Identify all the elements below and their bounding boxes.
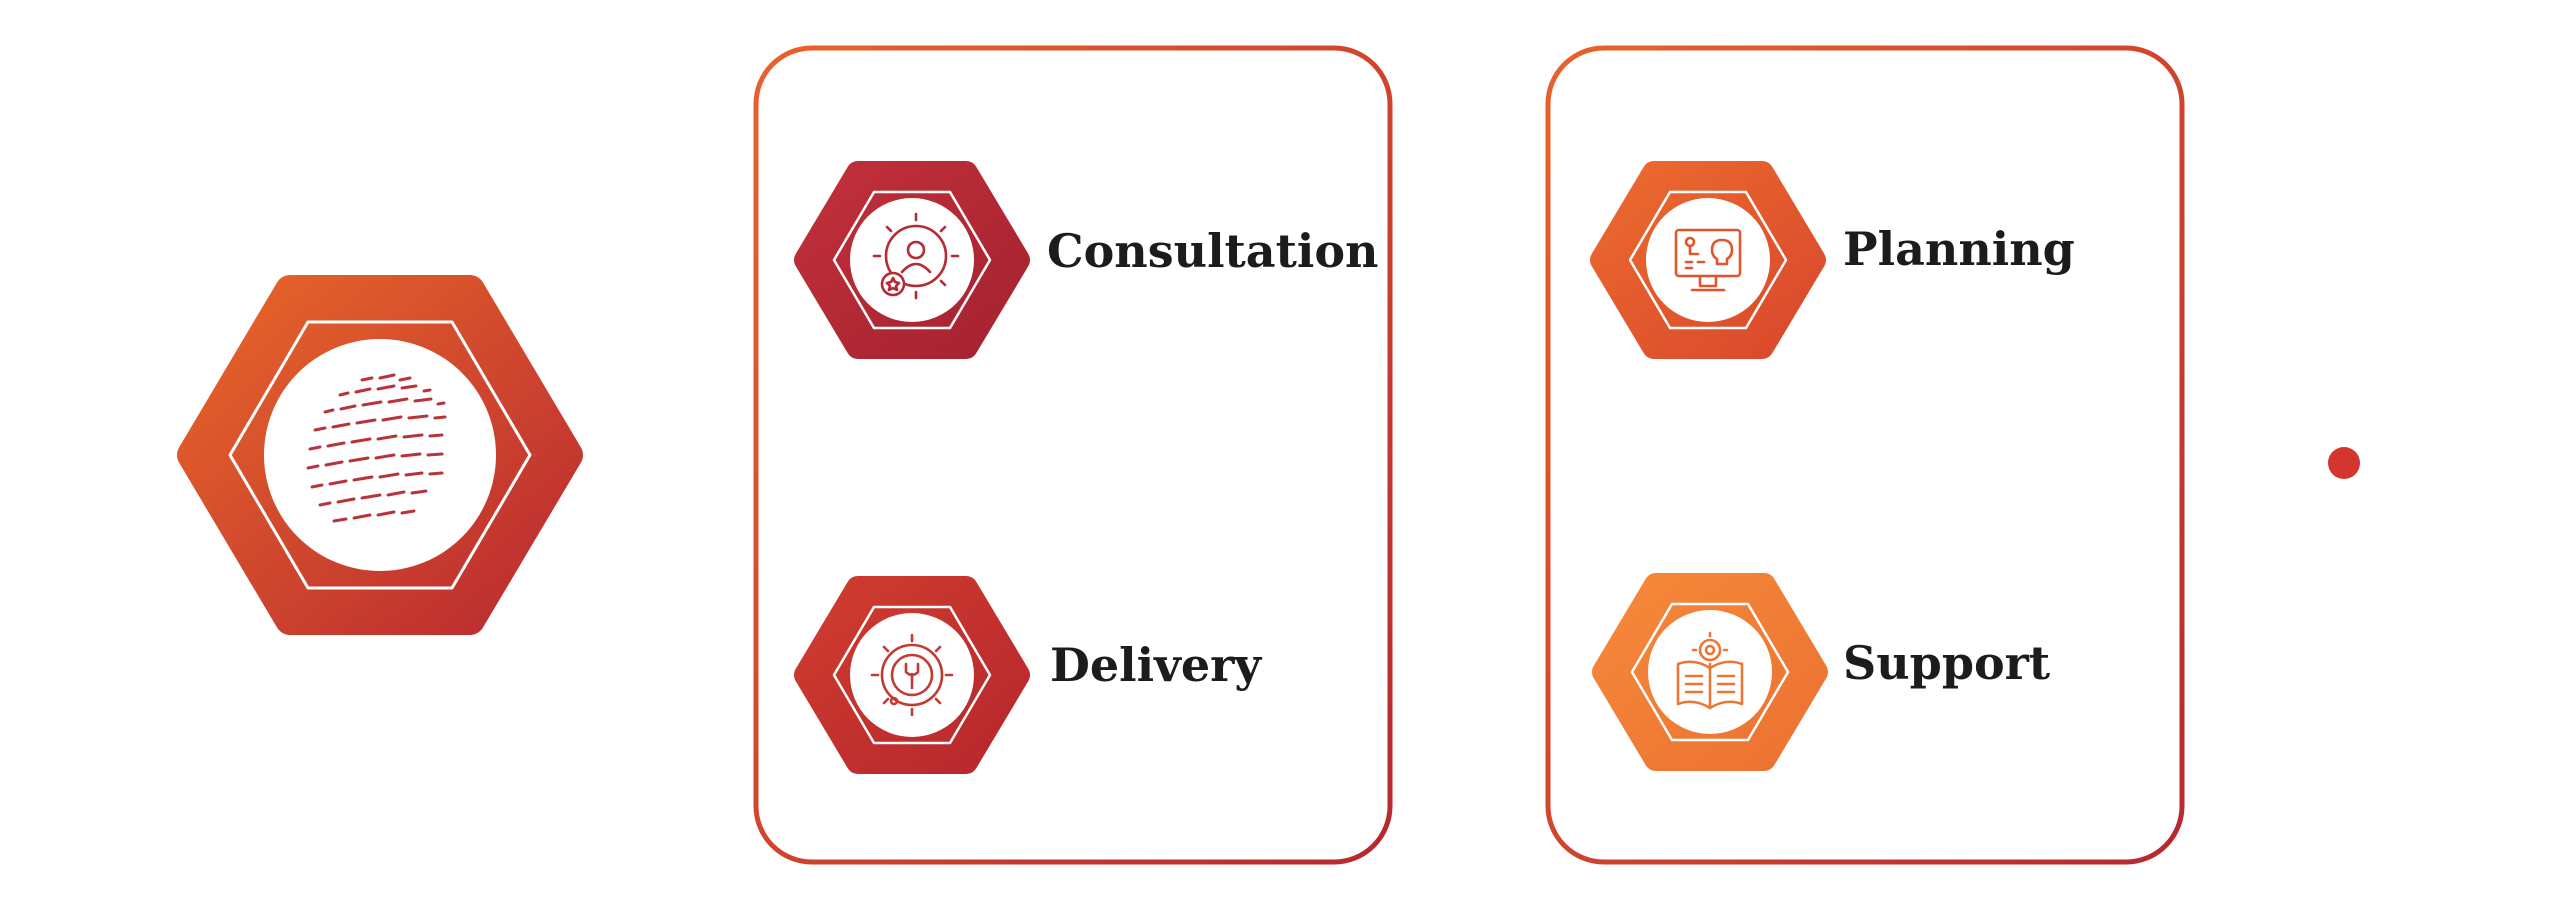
planning-hexagon <box>1590 161 1826 359</box>
delivery-hexagon <box>794 576 1030 774</box>
consultation-gear-person-icon <box>872 212 960 300</box>
hub-hexagon <box>177 275 583 635</box>
consultation-hexagon <box>794 161 1030 359</box>
support-book-gear-icon <box>1676 631 1744 710</box>
step-label-consultation: Consultation <box>1047 224 1379 278</box>
globe-dots-icon <box>306 373 447 523</box>
support-hexagon <box>1592 573 1828 771</box>
timeline-end-dot <box>2328 447 2360 479</box>
card-left <box>753 45 1393 865</box>
planning-monitor-bulb-icon <box>1674 228 1742 292</box>
step-label-planning: Planning <box>1843 222 2075 276</box>
card-right <box>1545 45 2185 865</box>
delivery-gear-wrench-icon <box>870 633 954 717</box>
step-label-delivery: Delivery <box>1050 638 1262 692</box>
step-label-support: Support <box>1843 636 2051 690</box>
